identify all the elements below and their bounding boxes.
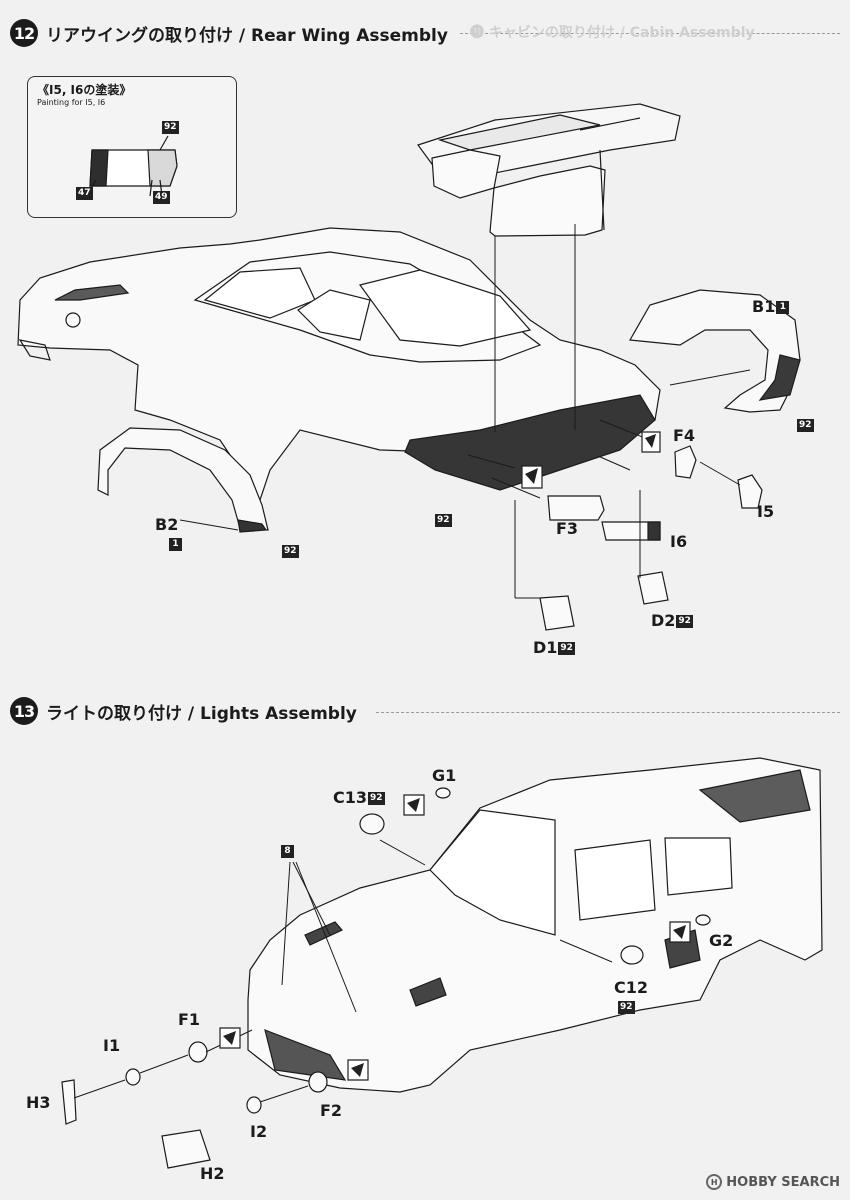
part-label-f2: F2 bbox=[320, 1101, 343, 1120]
part-label-h3: H3 bbox=[26, 1093, 51, 1112]
rear-body-drawing bbox=[17, 227, 661, 502]
glue-icons-13 bbox=[219, 794, 691, 1081]
mirror-c12-drawing bbox=[620, 945, 644, 965]
watermark-text: HOBBY SEARCH bbox=[726, 1174, 840, 1190]
part-label-g2: G2 bbox=[709, 931, 734, 950]
code-8: 8 bbox=[281, 845, 294, 858]
light-f1-drawing bbox=[188, 1041, 208, 1063]
inset-code-47: 47 bbox=[76, 187, 93, 200]
lens-i1-drawing bbox=[125, 1068, 141, 1086]
fender-b1-drawing bbox=[629, 289, 801, 413]
code-92-b2: 92 bbox=[282, 545, 299, 558]
watermark: H HOBBY SEARCH bbox=[706, 1174, 840, 1190]
part-label-g1: G1 bbox=[432, 766, 457, 785]
glue-icons-12 bbox=[521, 431, 661, 489]
lens-i2-drawing bbox=[246, 1096, 262, 1114]
part-label-f4: F4 bbox=[673, 426, 696, 445]
step-13-divider bbox=[376, 712, 840, 713]
rear-wing-drawing bbox=[417, 103, 681, 237]
part-label-i5: I5 bbox=[757, 502, 775, 521]
step-12-divider bbox=[460, 33, 840, 34]
part-label-i6: I6 bbox=[670, 532, 688, 551]
inset-subtitle: Painting for I5, I6 bbox=[37, 98, 106, 107]
code-92-b1: 92 bbox=[797, 419, 814, 432]
lens-h3-drawing bbox=[61, 1079, 77, 1125]
lens-h2-drawing bbox=[161, 1129, 211, 1169]
light-d1-drawing bbox=[539, 595, 575, 631]
inset-lens-drawing bbox=[87, 135, 178, 197]
light-d2-drawing bbox=[637, 571, 669, 605]
lens-g1-drawing bbox=[435, 787, 451, 799]
inset-code-92: 92 bbox=[162, 121, 179, 134]
light-i5-drawing bbox=[737, 474, 763, 509]
watermark-logo-icon: H bbox=[706, 1174, 723, 1190]
inset-code-49: 49 bbox=[153, 191, 170, 204]
lens-g2-drawing bbox=[695, 914, 711, 926]
leader-lines-13 bbox=[73, 839, 613, 1103]
inset-title: 《I5, I6の塗装》 bbox=[37, 83, 132, 97]
light-f4-drawing bbox=[674, 445, 697, 479]
step-12-title: リアウイングの取り付け / Rear Wing Assembly bbox=[46, 25, 448, 46]
step-12-number: 12 bbox=[10, 19, 38, 47]
light-f3-drawing bbox=[547, 495, 605, 521]
step-13-title: ライトの取り付け / Lights Assembly bbox=[46, 703, 357, 724]
painting-inset: 《I5, I6の塗装》 Painting for I5, I6 bbox=[27, 76, 237, 218]
front-body-drawing bbox=[247, 757, 823, 1093]
step-13-header: 13 ライトの取り付け / Lights Assembly bbox=[10, 697, 357, 725]
part-label-h2: H2 bbox=[200, 1164, 225, 1183]
part-label-f3: F3 bbox=[556, 519, 579, 538]
step-13-number: 13 bbox=[10, 697, 38, 725]
ghost-heading: ⓫ キャビンの取り付け / Cabin Assembly bbox=[470, 25, 755, 41]
part-label-i2: I2 bbox=[250, 1122, 268, 1141]
part-label-f1: F1 bbox=[178, 1010, 201, 1029]
mirror-c13-drawing bbox=[359, 813, 385, 835]
light-f2-drawing bbox=[308, 1071, 328, 1093]
step-12-header: 12 リアウイングの取り付け / Rear Wing Assembly bbox=[10, 19, 448, 47]
code-92-body: 92 bbox=[435, 514, 452, 527]
part-label-i1: I1 bbox=[103, 1036, 121, 1055]
